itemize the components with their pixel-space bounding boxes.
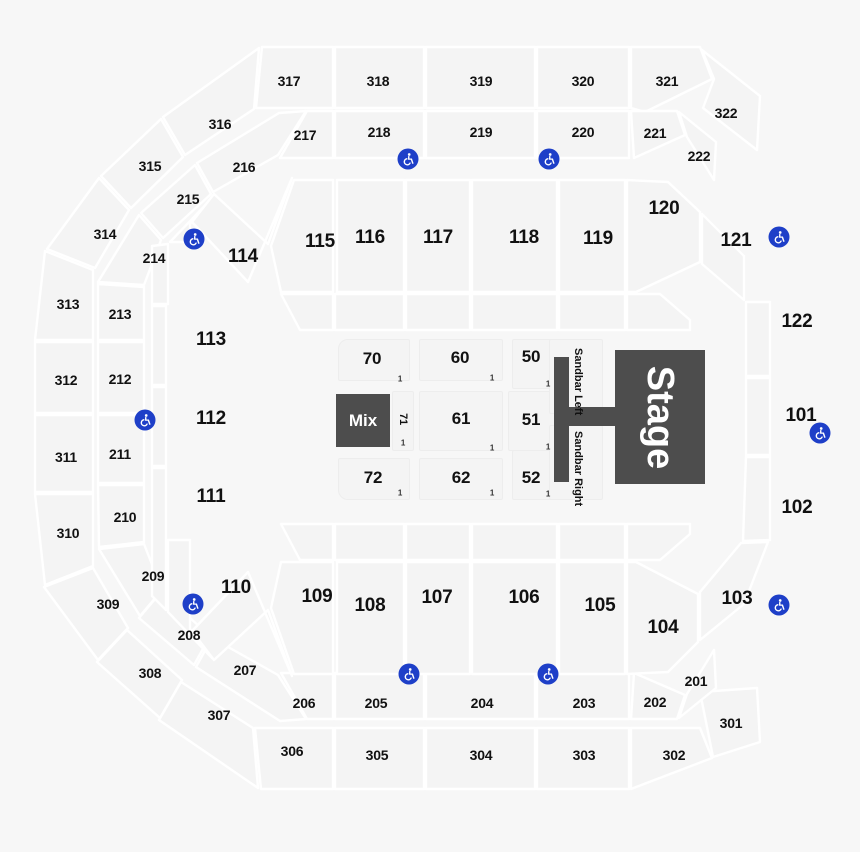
wheelchair-icon[interactable] bbox=[397, 148, 419, 170]
wheelchair-icon[interactable] bbox=[183, 228, 205, 250]
wheelchair-icon[interactable] bbox=[134, 409, 156, 431]
mix-booth[interactable]: Mix bbox=[336, 394, 390, 447]
mix-label: Mix bbox=[348, 410, 378, 430]
sandbar-right-label: Sandbar Right bbox=[572, 431, 584, 507]
wheelchair-icon[interactable] bbox=[538, 148, 560, 170]
wheelchair-icon[interactable] bbox=[182, 593, 204, 615]
wheelchair-icon[interactable] bbox=[537, 663, 559, 685]
wheelchair-icon[interactable] bbox=[768, 594, 790, 616]
sandbar-divider-bar bbox=[554, 357, 569, 482]
sandbar-left-label: Sandbar Left bbox=[572, 348, 584, 416]
wheelchair-icon[interactable] bbox=[809, 422, 831, 444]
wheelchair-icon[interactable] bbox=[768, 226, 790, 248]
wheelchair-icon[interactable] bbox=[398, 663, 420, 685]
floor-section-72[interactable] bbox=[338, 458, 410, 500]
floor-section-71[interactable] bbox=[392, 391, 414, 451]
floor-section-61[interactable] bbox=[419, 391, 503, 451]
stage-runway-connector bbox=[569, 407, 617, 426]
stage-block[interactable]: Stage bbox=[615, 350, 705, 484]
stage-label: Stage bbox=[639, 365, 682, 469]
floor-section-62[interactable] bbox=[419, 458, 503, 500]
floor-section-60[interactable] bbox=[419, 339, 503, 381]
floor-section-70[interactable] bbox=[338, 339, 410, 381]
